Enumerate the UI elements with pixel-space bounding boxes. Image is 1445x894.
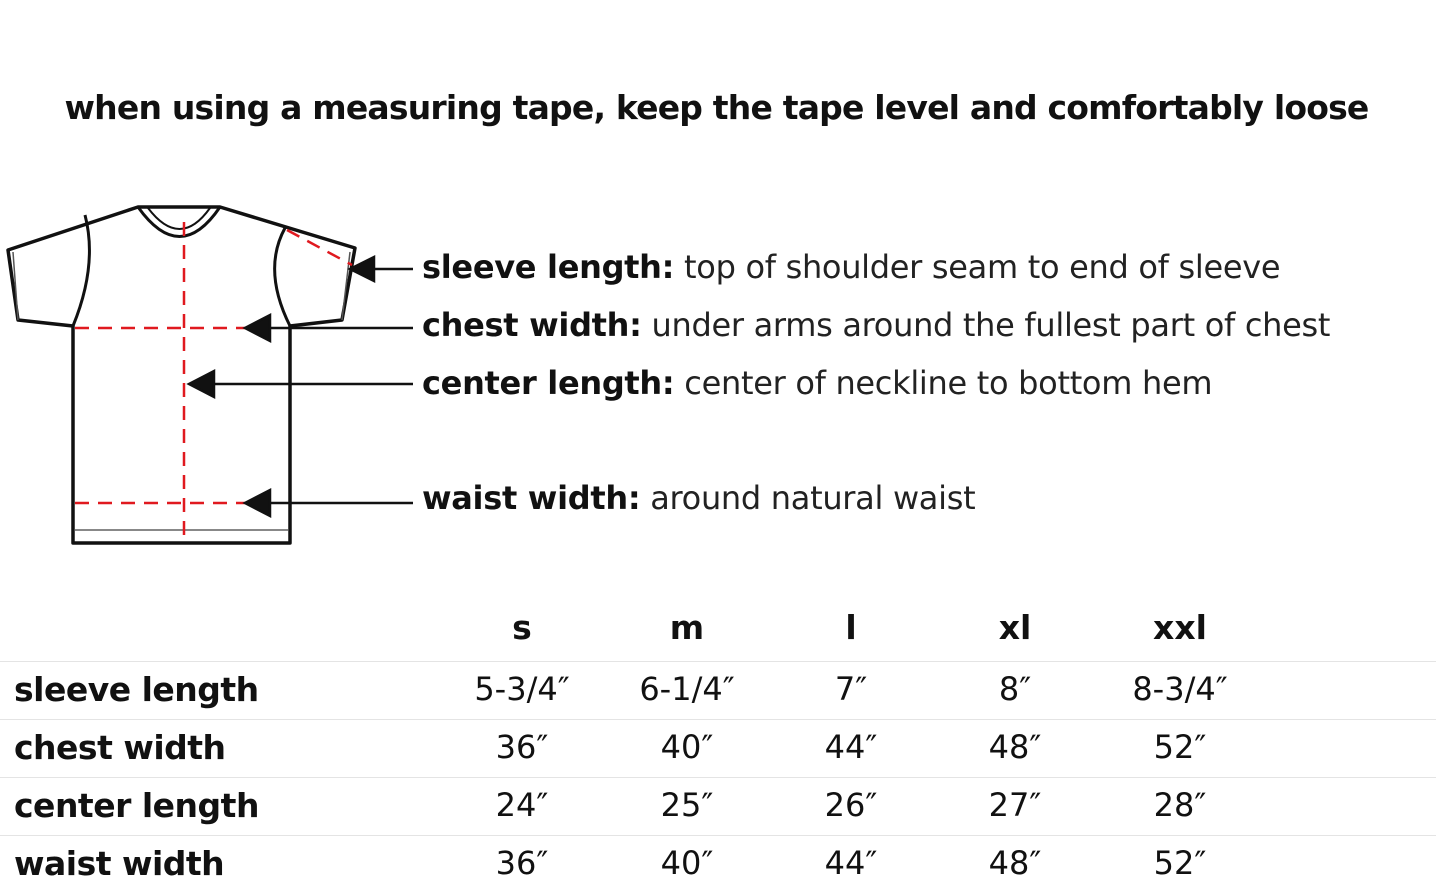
- row-label: waist width: [14, 844, 225, 883]
- size-header-l: l: [845, 608, 857, 647]
- table-row: sleeve length 5-3/4″ 6-1/4″ 7″ 8″ 8-3/4″: [0, 661, 1436, 720]
- table-cell: 5-3/4″: [474, 670, 570, 708]
- callout-term: center length:: [422, 364, 675, 402]
- table-cell: 52″: [1153, 728, 1207, 766]
- arrow-sleeve: [347, 254, 376, 284]
- table-cell: 48″: [988, 728, 1042, 766]
- callout-description: center of neckline to bottom hem: [684, 364, 1213, 402]
- size-header-m: m: [669, 608, 705, 647]
- table-cell: 40″: [660, 728, 714, 766]
- table-row: chest width 36″ 40″ 44″ 48″ 52″: [0, 719, 1436, 778]
- table-cell: 27″: [988, 786, 1042, 824]
- tshirt-outline: [6, 205, 357, 545]
- callout-term: waist width:: [422, 479, 641, 517]
- table-cell: 8-3/4″: [1132, 670, 1228, 708]
- table-cell: 44″: [824, 728, 878, 766]
- table-row: waist width 36″ 40″ 44″ 48″ 52″: [0, 835, 1436, 894]
- table-cell: 48″: [988, 844, 1042, 882]
- table-cell: 36″: [495, 844, 549, 882]
- callout-sleeve-length: sleeve length: top of shoulder seam to e…: [422, 248, 1281, 286]
- callout-chest-width: chest width: under arms around the fulle…: [422, 306, 1330, 344]
- callout-description: under arms around the fullest part of ch…: [651, 306, 1331, 344]
- callout-term: sleeve length:: [422, 248, 675, 286]
- pointer-arrows: [186, 254, 413, 519]
- arrow-chest: [242, 312, 272, 344]
- table-cell: 28″: [1153, 786, 1207, 824]
- table-cell: 24″: [495, 786, 549, 824]
- callout-waist-width: waist width: around natural waist: [422, 479, 976, 517]
- measure-lines: [75, 222, 353, 543]
- size-header-xxl: xxl: [1153, 608, 1207, 647]
- sleeve-length-line: [286, 228, 353, 267]
- arrow-center: [186, 368, 216, 400]
- tshirt-diagram: [6, 205, 413, 545]
- table-cell: 8″: [998, 670, 1032, 708]
- table-cell: 52″: [1153, 844, 1207, 882]
- size-header-xl: xl: [998, 608, 1032, 647]
- table-cell: 40″: [660, 844, 714, 882]
- size-header-s: s: [512, 608, 532, 647]
- row-label: center length: [14, 786, 259, 825]
- table-cell: 36″: [495, 728, 549, 766]
- callout-description: around natural waist: [650, 479, 976, 517]
- arrow-waist: [242, 487, 272, 519]
- table-cell: 26″: [824, 786, 878, 824]
- table-row: center length 24″ 25″ 26″ 27″ 28″: [0, 777, 1436, 836]
- table-cell: 44″: [824, 844, 878, 882]
- row-label: sleeve length: [14, 670, 259, 709]
- callout-center-length: center length: center of neckline to bot…: [422, 364, 1213, 402]
- row-label: chest width: [14, 728, 226, 767]
- table-cell: 7″: [834, 670, 868, 708]
- callout-description: top of shoulder seam to end of sleeve: [684, 248, 1281, 286]
- page-headline: when using a measuring tape, keep the ta…: [64, 88, 1369, 127]
- table-cell: 25″: [660, 786, 714, 824]
- collar: [136, 206, 222, 238]
- callout-term: chest width:: [422, 306, 642, 344]
- table-cell: 6-1/4″: [639, 670, 735, 708]
